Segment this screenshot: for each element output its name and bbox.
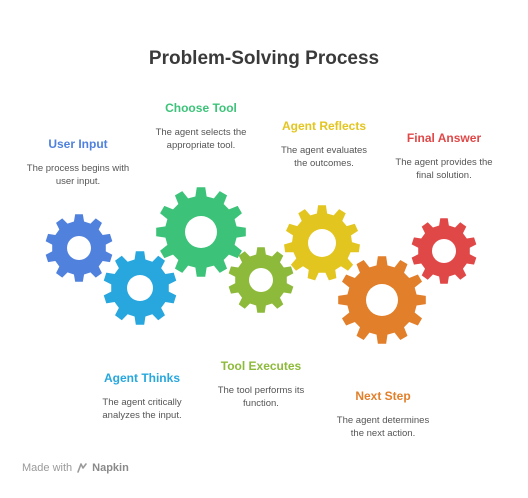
footer-attribution: Made with Napkin bbox=[22, 462, 129, 474]
step-title-final-answer: Final Answer bbox=[406, 131, 482, 145]
step-desc-agent-reflects: The agent evaluates the outcomes. bbox=[280, 145, 368, 169]
gear-user-input-icon bbox=[45, 214, 113, 282]
gear-agent-reflects-icon bbox=[284, 205, 360, 281]
gear-hole bbox=[67, 236, 91, 260]
gear-hole bbox=[185, 216, 217, 248]
gear-hole bbox=[308, 229, 336, 257]
step-desc-agent-thinks: The agent critically analyzes the input. bbox=[102, 397, 182, 421]
gear-agent-thinks-icon bbox=[103, 251, 177, 325]
step-desc-final-answer: The agent provides the final solution. bbox=[395, 157, 493, 181]
step-title-agent-reflects: Agent Reflects bbox=[281, 119, 367, 133]
gear-final-answer-icon bbox=[411, 218, 477, 284]
gear-hole bbox=[127, 275, 153, 301]
step-title-user-input: User Input bbox=[48, 137, 108, 151]
step-title-next-step: Next Step bbox=[355, 389, 411, 403]
gear-hole bbox=[366, 284, 398, 316]
footer-made-with: Made with bbox=[22, 462, 73, 474]
step-desc-user-input: The process begins with user input. bbox=[26, 163, 130, 187]
footer-brand: Napkin bbox=[92, 462, 129, 474]
step-title-agent-thinks: Agent Thinks bbox=[103, 371, 180, 385]
gear-choose-tool-icon bbox=[156, 187, 246, 277]
gear-hole bbox=[249, 268, 273, 292]
napkin-logo-icon bbox=[77, 463, 87, 473]
page-title: Problem-Solving Process bbox=[148, 48, 380, 69]
step-desc-choose-tool: The agent selects the appropriate tool. bbox=[155, 127, 247, 151]
gear-hole bbox=[432, 239, 456, 263]
gear-next-step-icon bbox=[338, 256, 426, 344]
step-title-tool-executes: Tool Executes bbox=[220, 359, 302, 373]
step-desc-tool-executes: The tool performs its function. bbox=[217, 385, 305, 409]
gear-tool-executes-icon bbox=[228, 247, 294, 313]
step-desc-next-step: The agent determines the next action. bbox=[336, 415, 430, 439]
step-title-choose-tool: Choose Tool bbox=[165, 101, 237, 115]
